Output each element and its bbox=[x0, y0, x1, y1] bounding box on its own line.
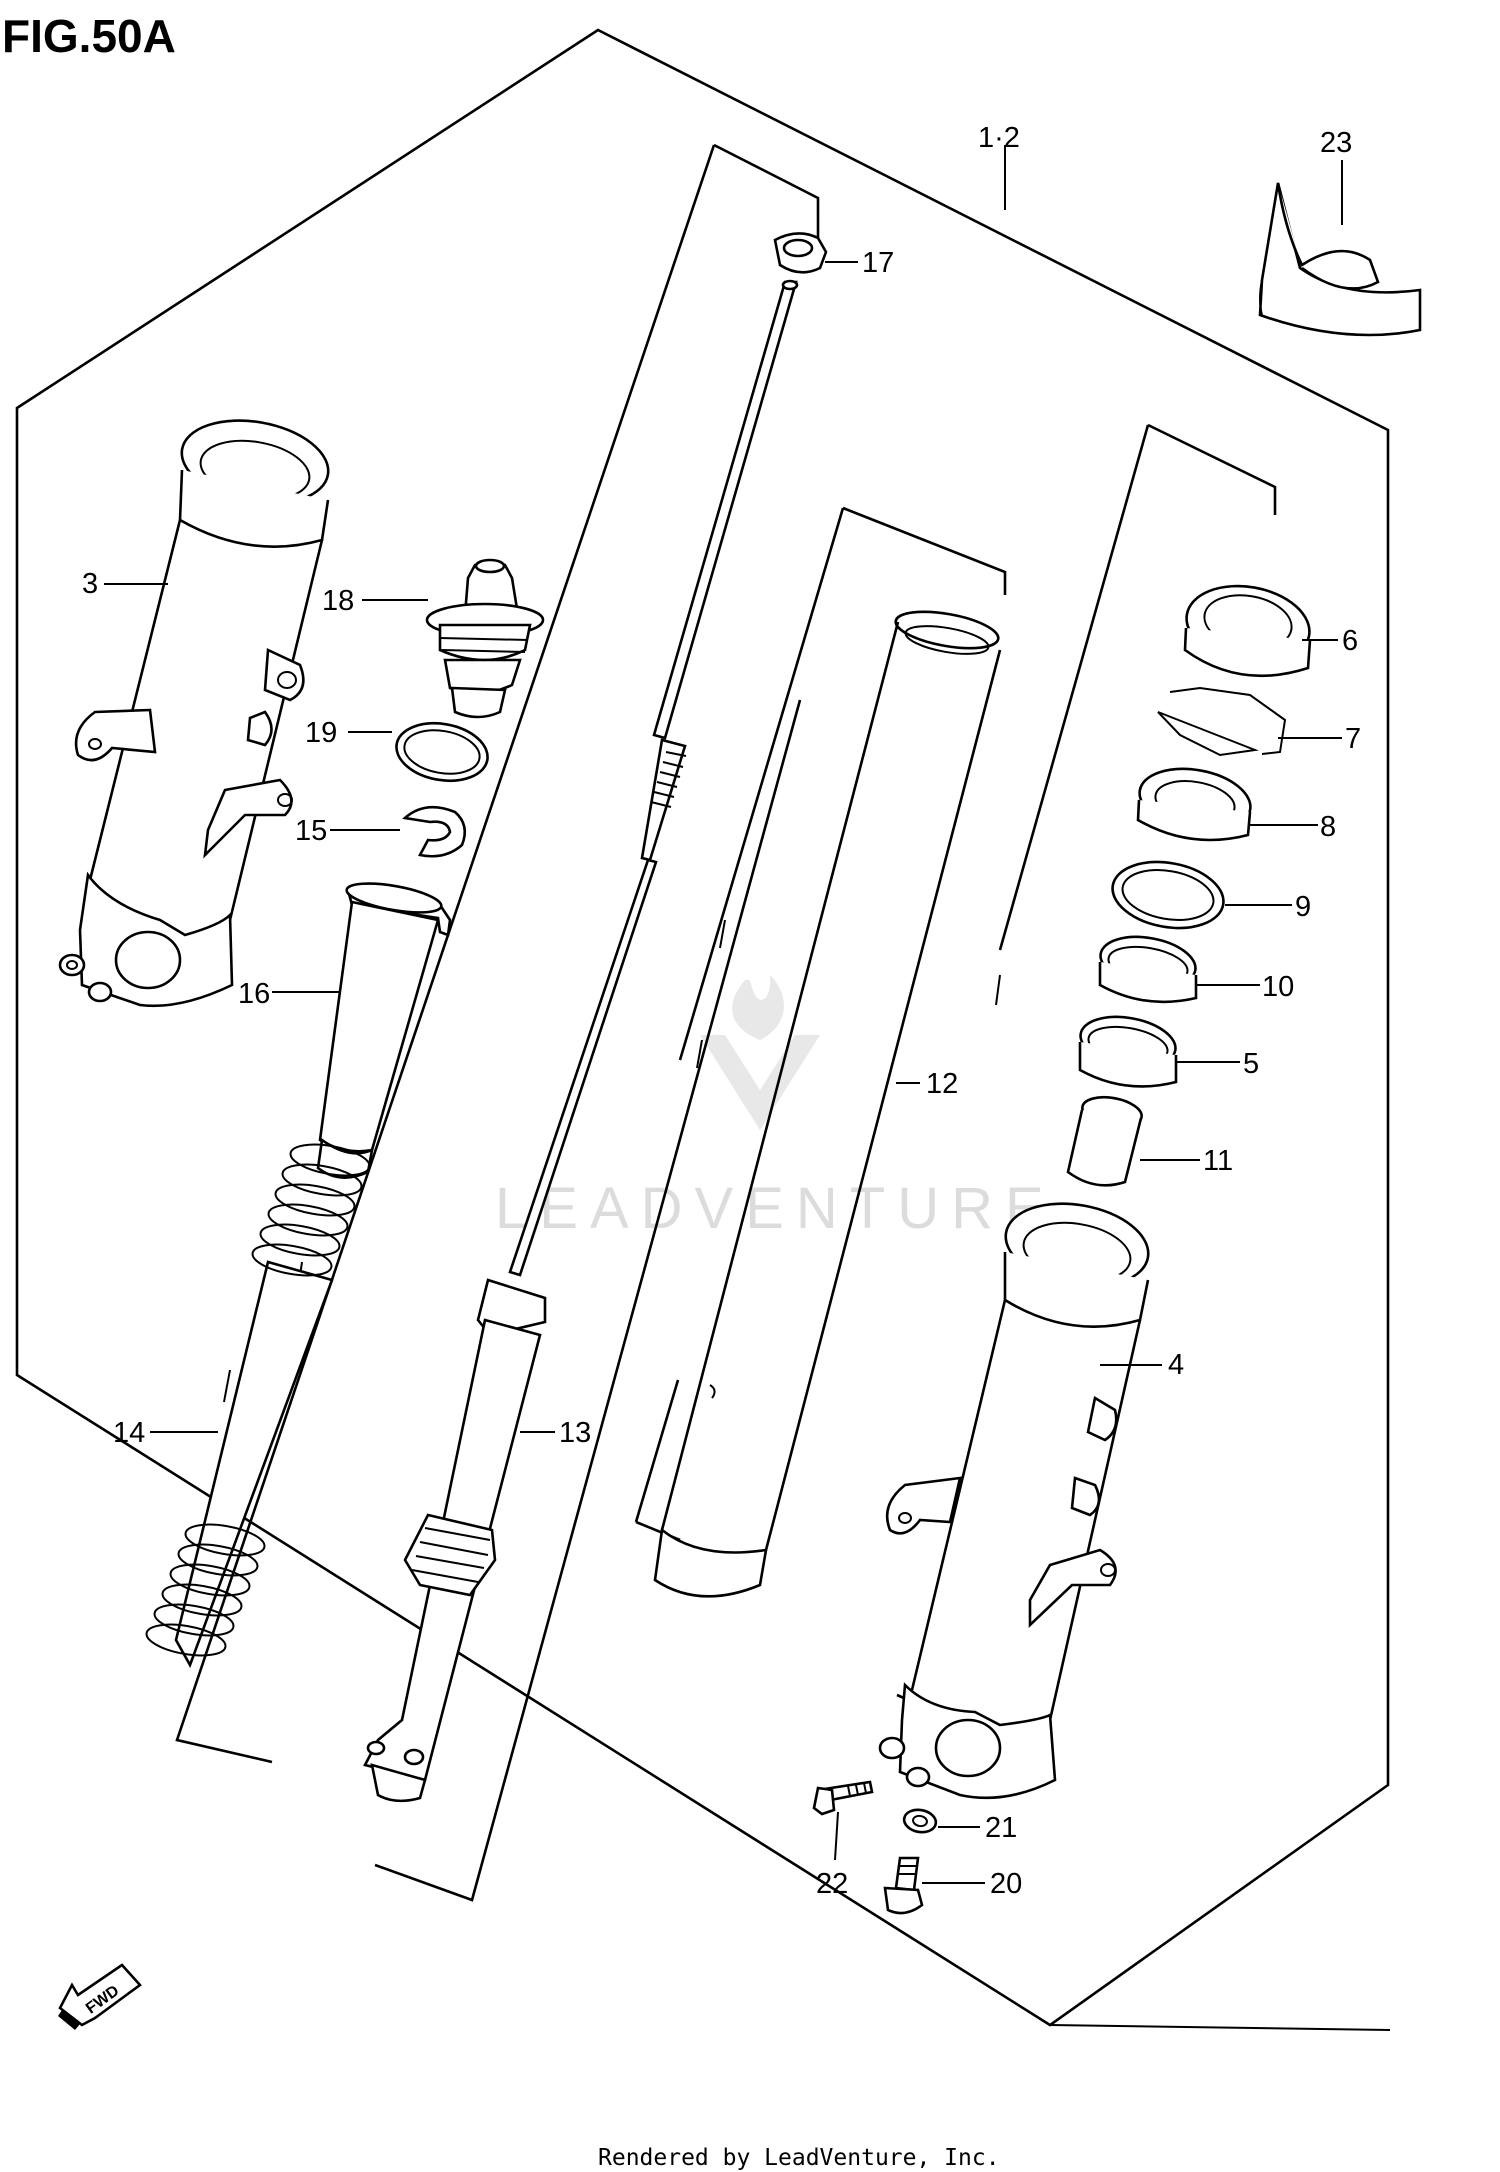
part-9-washer bbox=[1111, 860, 1225, 930]
callout-22: 22 bbox=[816, 1868, 848, 1900]
part-22-bolt bbox=[812, 1780, 874, 1816]
callout-1-2: 1·2 bbox=[978, 122, 1020, 154]
part-23-fork-protector bbox=[1258, 182, 1422, 337]
part-17-nut bbox=[773, 232, 828, 274]
callout-17: 17 bbox=[862, 247, 894, 279]
leader-lines bbox=[104, 145, 1391, 2031]
part-7-clip bbox=[1157, 686, 1287, 757]
callout-3: 3 bbox=[82, 568, 98, 600]
callout-8: 8 bbox=[1320, 811, 1336, 843]
rod-group-outline bbox=[175, 143, 820, 1902]
callout-19: 19 bbox=[305, 717, 337, 749]
callout-21: 21 bbox=[985, 1812, 1017, 1844]
callout-16: 16 bbox=[238, 978, 270, 1010]
watermark: LEADVENTURE bbox=[495, 975, 1056, 1241]
fwd-arrow-icon: FWD bbox=[58, 1963, 142, 2030]
part-19-o-ring bbox=[395, 721, 489, 783]
tube-group-outline bbox=[634, 506, 1007, 1542]
callout-11: 11 bbox=[1203, 1145, 1233, 1177]
callout-23: 23 bbox=[1320, 127, 1352, 159]
callout-4: 4 bbox=[1168, 1349, 1184, 1381]
figure-title: FIG.50A bbox=[2, 10, 176, 62]
part-10-guide-metal bbox=[1098, 935, 1198, 1004]
part-16-spacer bbox=[316, 882, 452, 1179]
part-8-oil-seal bbox=[1136, 767, 1252, 842]
callout-12: 12 bbox=[926, 1068, 958, 1100]
part-15-clip bbox=[402, 805, 467, 858]
callout-9: 9 bbox=[1295, 891, 1311, 923]
part-18-cap-bolt bbox=[425, 558, 545, 719]
callout-20: 20 bbox=[990, 1868, 1022, 1900]
callout-7: 7 bbox=[1345, 723, 1361, 755]
part-4-outer-tube-right bbox=[878, 1202, 1150, 1800]
part-3-outer-tube-left bbox=[58, 419, 330, 1008]
part-11-collar bbox=[1066, 1095, 1143, 1187]
callout-5: 5 bbox=[1243, 1048, 1259, 1080]
part-20-drain-bolt bbox=[883, 1856, 924, 1915]
callout-labels: 1·2 3 4 5 6 7 8 9 10 11 12 13 14 15 16 1… bbox=[82, 122, 1361, 1900]
callout-15: 15 bbox=[295, 815, 327, 847]
footer-credit: Rendered by LeadVenture, Inc. bbox=[598, 2145, 1000, 2171]
callout-10: 10 bbox=[1262, 971, 1294, 1003]
callout-13: 13 bbox=[559, 1417, 591, 1449]
part-5-guide-metal bbox=[1078, 1015, 1178, 1088]
part-6-dust-seal bbox=[1183, 584, 1312, 678]
part-12-inner-tube bbox=[653, 610, 1002, 1598]
callout-6: 6 bbox=[1342, 625, 1358, 657]
part-13-damper-rod bbox=[363, 279, 799, 1803]
callout-14: 14 bbox=[113, 1417, 145, 1449]
part-14-spring bbox=[145, 1143, 371, 1669]
watermark-text: LEADVENTURE bbox=[495, 1176, 1056, 1241]
part-21-washer bbox=[902, 1808, 938, 1834]
callout-18: 18 bbox=[322, 585, 354, 617]
assembly-outline bbox=[15, 28, 1390, 2027]
